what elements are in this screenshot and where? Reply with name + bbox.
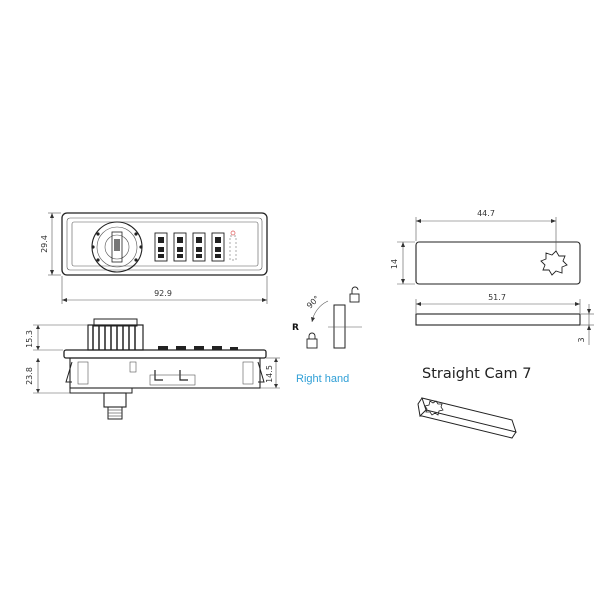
cam-top-width-dimension: 44.7 — [415, 209, 557, 251]
knob-side — [87, 318, 144, 351]
side-knob-height-dimension: 15.3 — [25, 324, 88, 351]
cam-top-height-dimension: 14 — [390, 241, 415, 285]
side-right-height-label: 14.5 — [265, 365, 274, 383]
side-body-height-dimension: 23.8 — [25, 358, 70, 394]
front-height-label: 29.4 — [40, 235, 49, 253]
cam-iso-view — [417, 397, 517, 439]
side-right-height-dimension: 14.5 — [260, 357, 280, 389]
cam-iso-star-hole — [424, 400, 444, 416]
cam-top-width-label: 44.7 — [477, 209, 495, 218]
cam-side-thickness-label: 3 — [577, 337, 586, 342]
padlock-closed-icon — [306, 332, 318, 349]
side-view: 15.3 23.8 14.5 — [25, 318, 280, 420]
cam-title: Straight Cam 7 — [422, 366, 531, 382]
cam-side-view: 51.7 3 — [415, 293, 594, 345]
cam-star-hole — [540, 250, 568, 276]
cam-side-width-dimension: 51.7 — [415, 293, 581, 313]
cam-top-view: 44.7 14 — [390, 209, 581, 285]
front-width-label: 92.9 — [154, 289, 172, 298]
knob-front — [91, 221, 143, 273]
side-knob-height-label: 15.3 — [25, 330, 34, 348]
front-width-dimension: 92.9 — [61, 276, 268, 304]
front-height-dimension: 29.4 — [40, 212, 61, 276]
rotation-diagram: 90° R Right hand — [292, 286, 362, 385]
rotation-r-label: R — [292, 323, 299, 333]
front-view: 92.9 29.4 — [40, 212, 268, 304]
cam-side-thickness-dimension: 3 — [577, 304, 594, 345]
right-hand-caption: Right hand — [296, 373, 349, 385]
angle-label: 90° — [305, 294, 321, 310]
combination-dials — [154, 230, 237, 262]
cam-top-height-label: 14 — [390, 259, 399, 269]
side-body-height-label: 23.8 — [25, 367, 34, 385]
padlock-open-icon — [349, 286, 360, 303]
cam-side-width-label: 51.7 — [488, 293, 506, 302]
